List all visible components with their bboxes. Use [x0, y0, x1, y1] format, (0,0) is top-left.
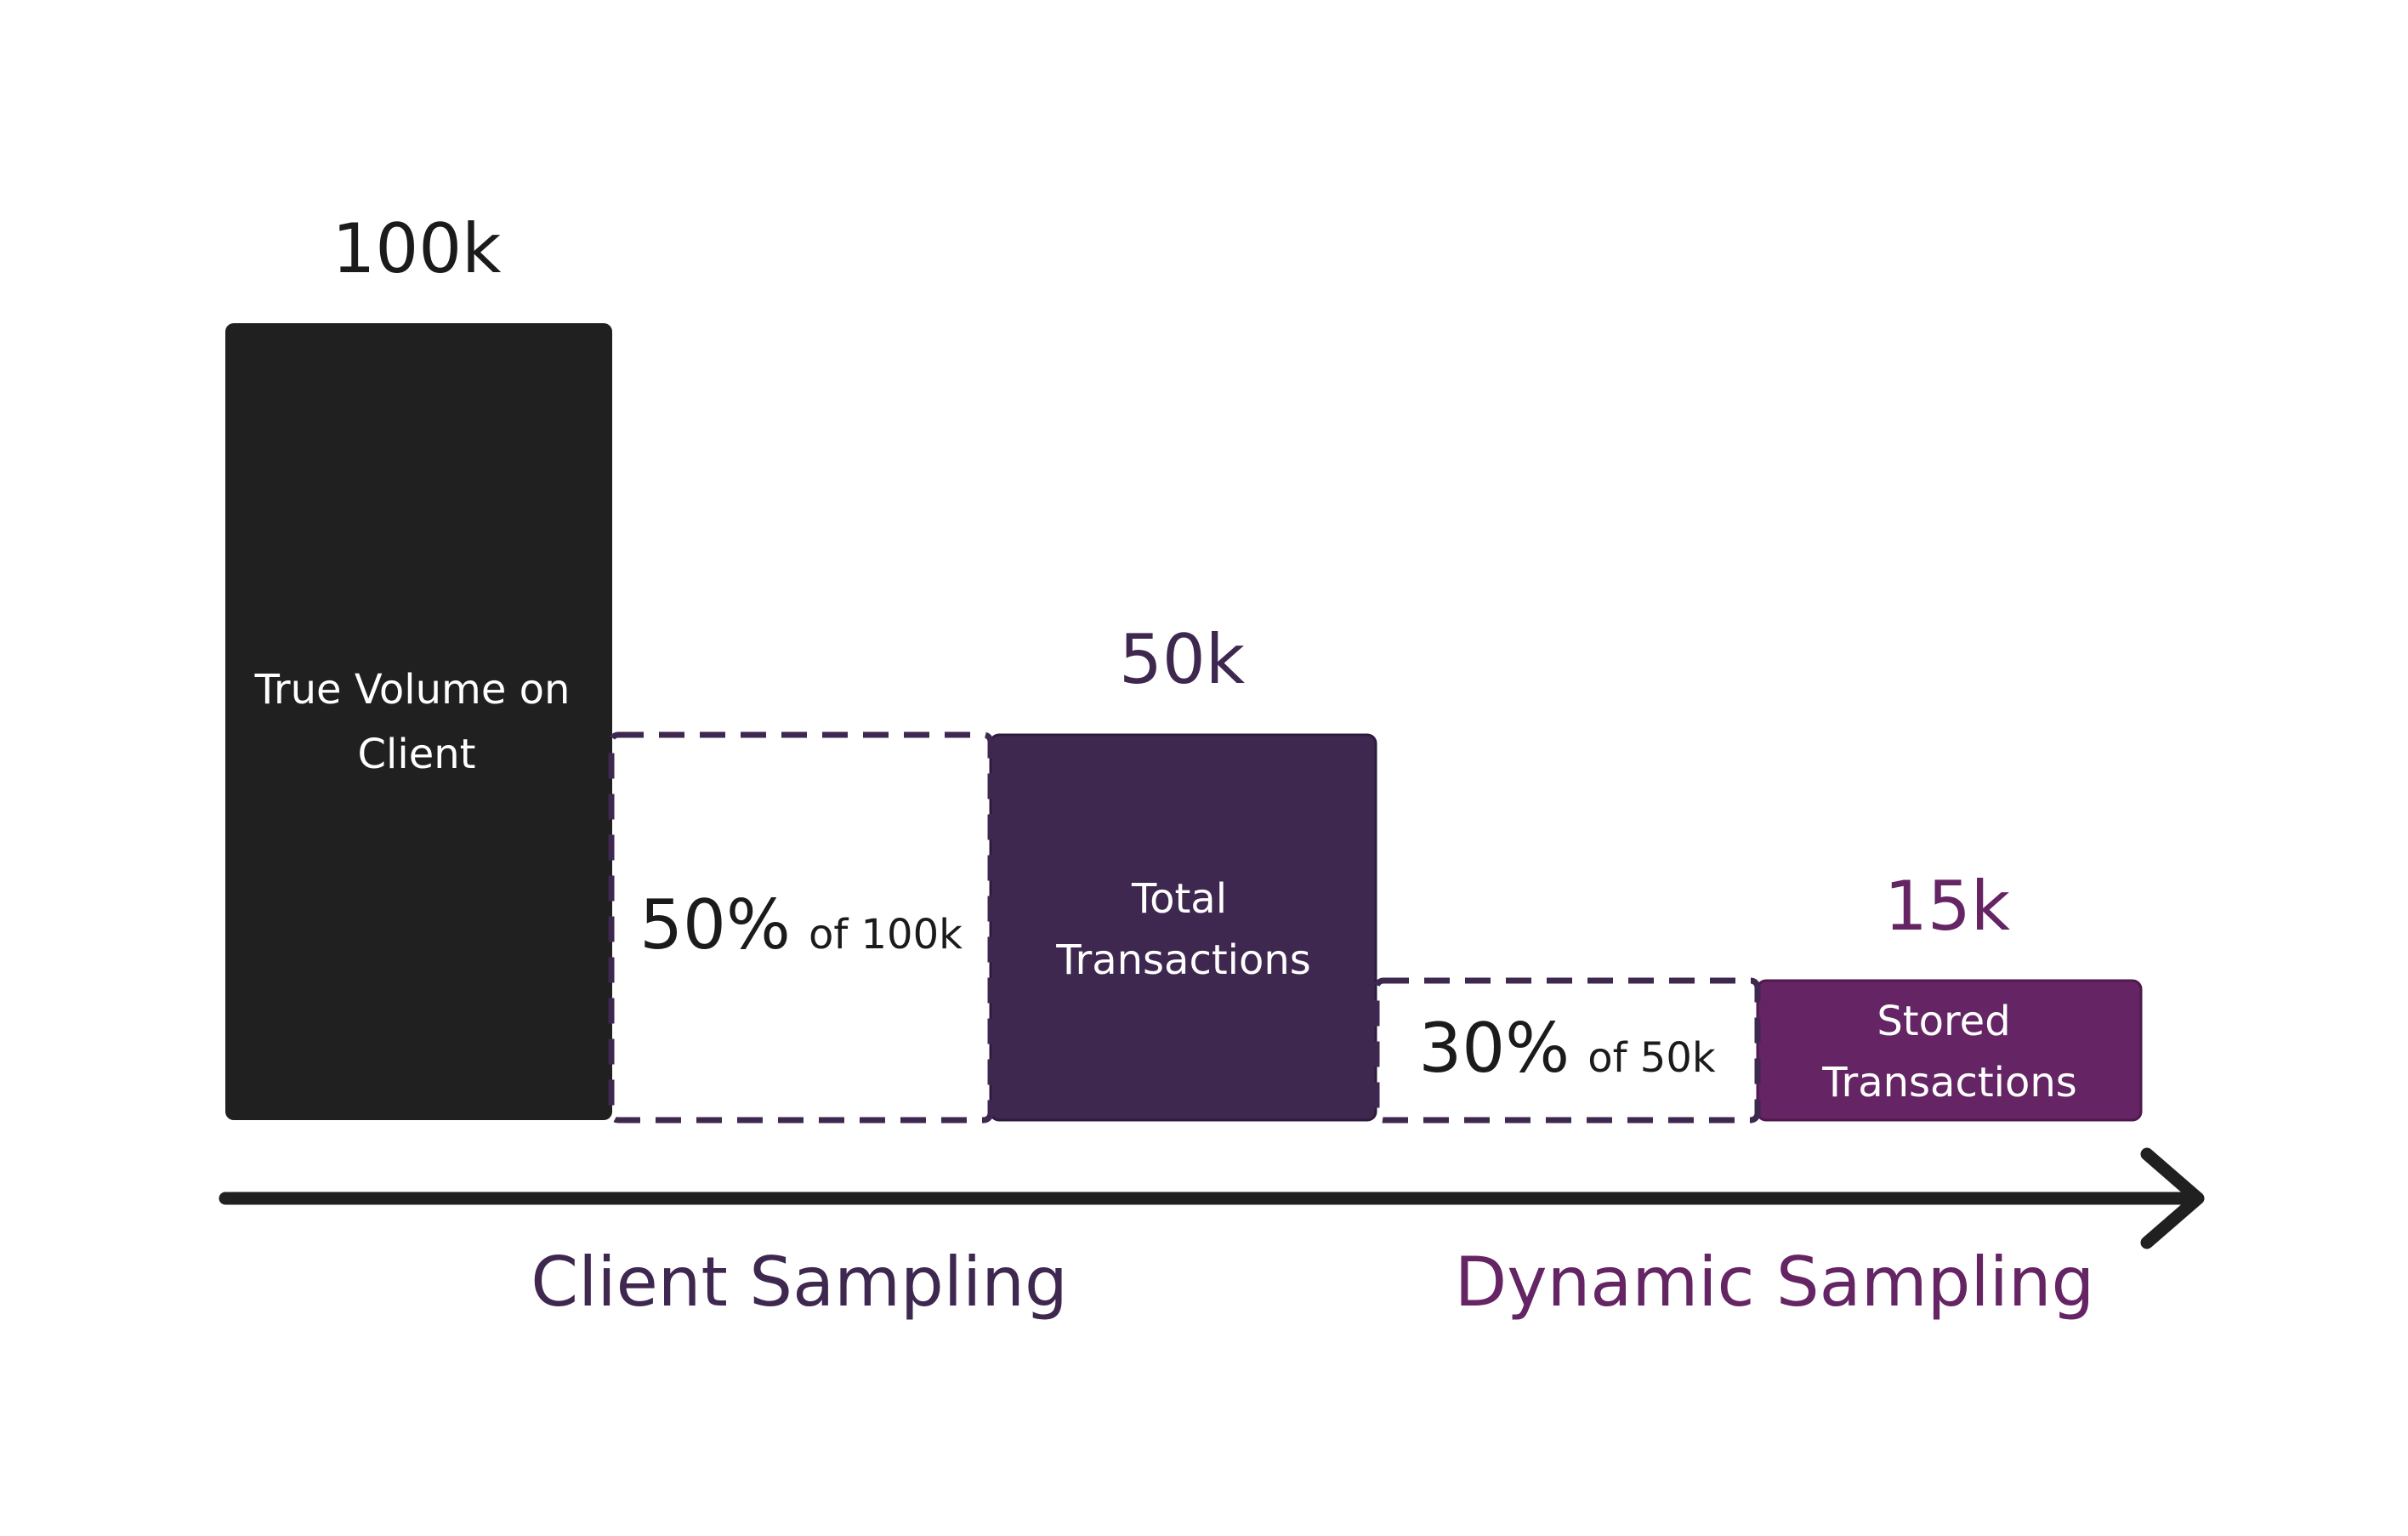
phase-label-client-sampling: Client Sampling	[531, 1243, 1067, 1322]
phase-label-dynamic-sampling: Dynamic Sampling	[1455, 1243, 2095, 1322]
bar-stored-transactions	[1756, 979, 2143, 1122]
bar-client-volume	[225, 323, 612, 1120]
value-label-stored: 15k	[1884, 867, 2011, 946]
bar-label-stored: Stored	[1877, 998, 2010, 1045]
bar-label-stored-line2: Transactions	[1821, 1059, 2077, 1106]
reduction-label-dynamic: 30% of 50k	[1418, 1009, 1716, 1088]
bar-label-total: Total	[1131, 875, 1227, 923]
reduction-box-client-sampling	[608, 731, 994, 1124]
bar-total-transactions	[989, 733, 1377, 1122]
bar-label-total-line2: Transactions	[1055, 936, 1311, 984]
reduction-box-dynamic-sampling	[1373, 977, 1761, 1124]
reduction-of-dynamic: of 50k	[1587, 1034, 1716, 1082]
reduction-label-client: 50% of 100k	[639, 885, 963, 964]
reduction-percent-client: 50%	[639, 885, 791, 964]
bar-label-client-line2: Client	[358, 731, 476, 778]
bar-label-client: True Volume on	[254, 666, 571, 714]
reduction-of-client: of 100k	[809, 911, 963, 959]
value-label-client: 100k	[332, 209, 502, 288]
arrow-head-icon	[2140, 1147, 2205, 1249]
reduction-percent-dynamic: 30%	[1418, 1009, 1570, 1088]
value-label-total: 50k	[1119, 620, 1246, 699]
